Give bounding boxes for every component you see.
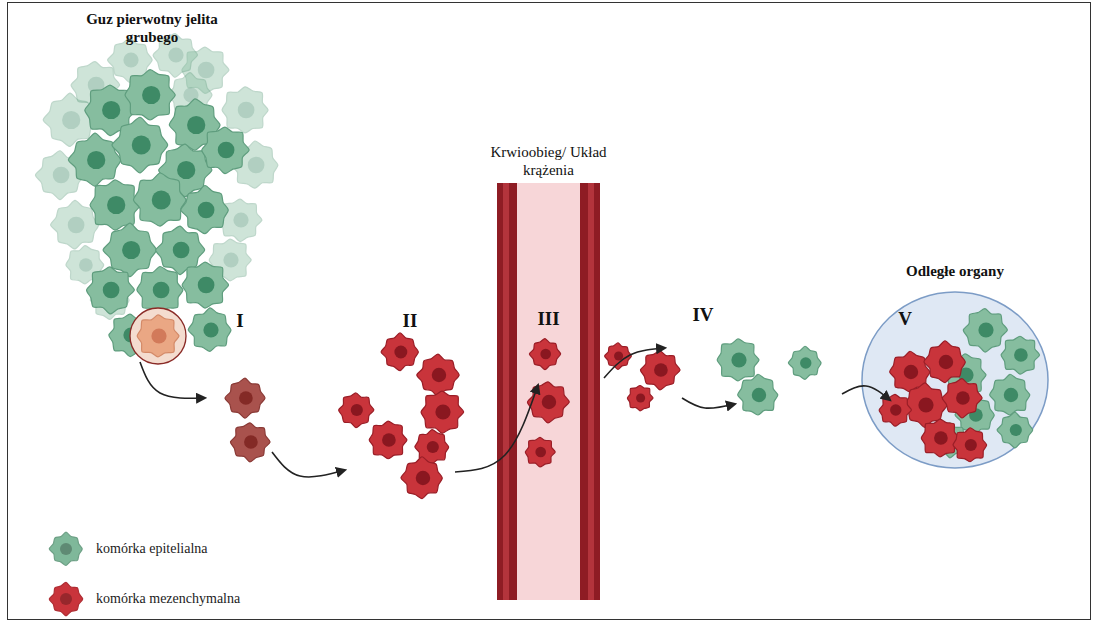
cell — [627, 386, 653, 411]
stage-number: II — [390, 310, 430, 333]
cell — [997, 412, 1033, 448]
legend-entry: komórka mezenchymalna — [46, 580, 240, 618]
cell — [134, 173, 187, 226]
flow-arrow — [842, 386, 890, 400]
cell — [112, 117, 168, 173]
cell — [417, 354, 459, 396]
cell — [230, 423, 270, 462]
cell — [202, 127, 249, 174]
cell — [717, 339, 759, 381]
cell — [87, 267, 135, 314]
legend-swatch — [46, 530, 86, 568]
cell — [225, 378, 265, 418]
cell — [529, 339, 560, 370]
stage-number: IV — [683, 304, 723, 327]
cell — [90, 180, 140, 230]
cell — [188, 308, 231, 351]
flow-arrow — [455, 385, 538, 472]
cell — [339, 393, 374, 428]
cell — [924, 341, 965, 383]
cell — [369, 421, 407, 459]
blood-vessel — [497, 183, 600, 600]
cell — [137, 266, 183, 312]
organ-outline — [862, 292, 1048, 468]
organ-region: Odległe organyV — [862, 292, 1048, 468]
flow-arrow — [272, 452, 345, 477]
cell — [953, 428, 987, 462]
tumour-heading: Guz pierwotny jelita grubego — [77, 10, 227, 46]
cell — [1001, 336, 1039, 374]
cell — [125, 70, 175, 120]
cell — [942, 379, 982, 418]
cell — [182, 262, 228, 308]
vessel-band: Krwioobieg/ Układ krążeniaIII — [497, 183, 600, 600]
cell — [963, 309, 1007, 352]
cell — [921, 419, 959, 457]
cell — [137, 315, 179, 357]
stage-number: III — [497, 308, 600, 331]
cell — [525, 437, 555, 466]
legend-text: komórka epitelialna — [96, 541, 208, 557]
legend-entry: komórka epitelialna — [46, 530, 208, 568]
flow-arrow — [682, 398, 735, 408]
cell — [738, 374, 778, 415]
organ-heading: Odległe organy — [875, 262, 1035, 280]
cell — [381, 333, 418, 371]
cell — [879, 394, 911, 426]
cell — [401, 457, 442, 499]
cell — [222, 87, 268, 133]
flow-arrow — [140, 362, 205, 398]
arrows — [140, 348, 890, 477]
cell — [181, 186, 228, 234]
stage-number: V — [890, 308, 920, 331]
cell — [788, 346, 821, 379]
frame — [8, 3, 1091, 620]
legend-text: komórka mezenchymalna — [96, 591, 240, 607]
legend-swatch — [46, 580, 86, 618]
vessel-heading: Krwioobieg/ Układ krążenia — [475, 143, 622, 179]
flow-arrow — [604, 348, 665, 378]
stage-number: I — [225, 310, 255, 333]
cell — [527, 382, 569, 423]
cell — [990, 374, 1030, 415]
cell — [640, 351, 680, 390]
cell — [421, 391, 464, 433]
cells — [35, 33, 1039, 498]
cell — [68, 133, 120, 186]
